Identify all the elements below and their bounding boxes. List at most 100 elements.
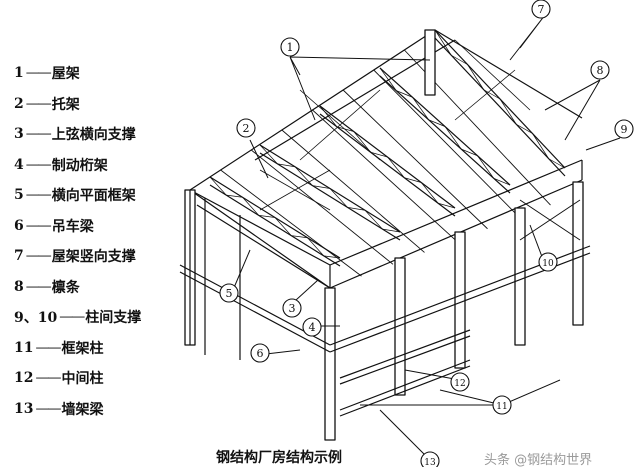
legend-term: 屋架 <box>51 66 80 83</box>
callout-13: 13 <box>420 451 440 467</box>
callout-6: 6 <box>250 343 270 363</box>
purlin <box>373 69 520 218</box>
callout-label: 12 <box>454 379 465 389</box>
callout-label: 8 <box>597 64 604 77</box>
frame-column <box>424 29 436 96</box>
legend-term: 制动桁架 <box>51 157 108 174</box>
callout-circle <box>250 343 270 363</box>
legend-row: 12——中间柱 <box>14 363 219 394</box>
callout-7: 7 <box>531 0 551 19</box>
frame-column <box>324 287 336 441</box>
legend-row: 3——上弦横向支撑 <box>14 119 219 150</box>
legend-row: 5——横向平面框架 <box>14 180 219 211</box>
legend-term: 檩条 <box>51 279 80 296</box>
legend-dash: —— <box>25 278 52 295</box>
callout-label: 7 <box>538 3 545 16</box>
legend-dash: —— <box>59 309 85 326</box>
roof-purlins <box>220 49 551 277</box>
legend-row: 4——制动桁架 <box>14 150 219 181</box>
callout-4: 4 <box>302 317 322 337</box>
legend-dash: —— <box>35 400 61 417</box>
callout-11: 11 <box>492 395 512 415</box>
callout-circle <box>302 317 322 337</box>
legend-dash: —— <box>25 156 52 173</box>
callout-circle <box>492 395 512 415</box>
callout-label: 5 <box>226 287 233 300</box>
callout-circle <box>538 252 558 272</box>
legend-num: 3 <box>14 126 24 143</box>
callout-label: 4 <box>309 321 316 334</box>
purlin <box>281 129 425 253</box>
purlin <box>250 149 394 265</box>
legend-row: 1——屋架 <box>14 58 219 89</box>
legend-term: 吊车梁 <box>51 218 94 235</box>
legend-num: 11 <box>14 339 34 356</box>
callout-8: 8 <box>590 60 610 80</box>
callout-label: 11 <box>496 402 507 412</box>
callout-label: 1 <box>287 41 294 54</box>
legend-term: 上弦横向支撑 <box>51 127 136 144</box>
legend-dash: —— <box>25 187 52 204</box>
steel-frame-structure <box>179 29 591 441</box>
legend-dash: —— <box>35 370 61 387</box>
callout-10: 10 <box>538 252 558 272</box>
callout-3: 3 <box>282 298 302 318</box>
legend-row: 7——屋架竖向支撑 <box>14 241 219 272</box>
figure-caption: 钢结构厂房结构示例 <box>216 450 342 466</box>
truss-web <box>259 144 401 233</box>
callout-circle <box>590 60 610 80</box>
callout-circle <box>219 283 239 303</box>
callout-circle <box>420 451 440 467</box>
callout-5: 5 <box>219 283 239 303</box>
purlin <box>342 89 488 230</box>
callout-circle <box>280 37 300 57</box>
legend-num: 12 <box>14 370 34 387</box>
legend-row: 9、10——柱间支撑 <box>14 302 219 333</box>
callout-2: 2 <box>236 118 256 138</box>
legend-row: 8——檩条 <box>14 272 219 303</box>
callout-circle <box>236 118 256 138</box>
legend-dash: —— <box>25 126 52 143</box>
wall-girt-lower <box>339 359 471 417</box>
frame-column <box>394 257 406 396</box>
roof-trusses <box>209 29 566 267</box>
legend-row: 11——框架柱 <box>14 333 219 364</box>
legend-term: 托架 <box>51 96 80 113</box>
callout-9: 9 <box>614 119 634 139</box>
legend-dash: —— <box>25 248 52 265</box>
legend-term: 墙架梁 <box>61 401 104 418</box>
legend-dash: —— <box>25 217 52 234</box>
purlin <box>312 109 457 241</box>
legend-num: 8 <box>14 278 24 295</box>
legend-row: 13——墙架梁 <box>14 394 219 425</box>
truss-web <box>319 105 456 209</box>
legend-num: 5 <box>14 187 24 204</box>
legend-dash: —— <box>25 95 52 112</box>
callout-circle <box>614 119 634 139</box>
legend-num: 2 <box>14 95 24 112</box>
legend-term: 框架柱 <box>61 340 104 357</box>
legend-dash: —— <box>25 65 52 82</box>
callout-1: 1 <box>280 37 300 57</box>
callout-leaders <box>232 14 621 461</box>
transverse-frame <box>189 190 241 360</box>
legend-num: 1 <box>14 65 24 82</box>
purlin <box>220 169 362 277</box>
callout-label: 3 <box>289 302 296 315</box>
legend-num: 7 <box>14 248 24 265</box>
callout-label: 6 <box>257 347 264 360</box>
legend-term: 柱间支撑 <box>85 310 142 327</box>
callout-circle <box>531 0 551 19</box>
legend-num: 4 <box>14 156 24 173</box>
legend-term: 横向平面框架 <box>51 188 136 205</box>
roof-bracing <box>259 39 531 211</box>
callout-circle <box>282 298 302 318</box>
callout-circle <box>450 372 470 392</box>
legend-num: 6 <box>14 217 24 234</box>
legend-dash: —— <box>35 339 61 356</box>
front-truss <box>189 159 583 289</box>
